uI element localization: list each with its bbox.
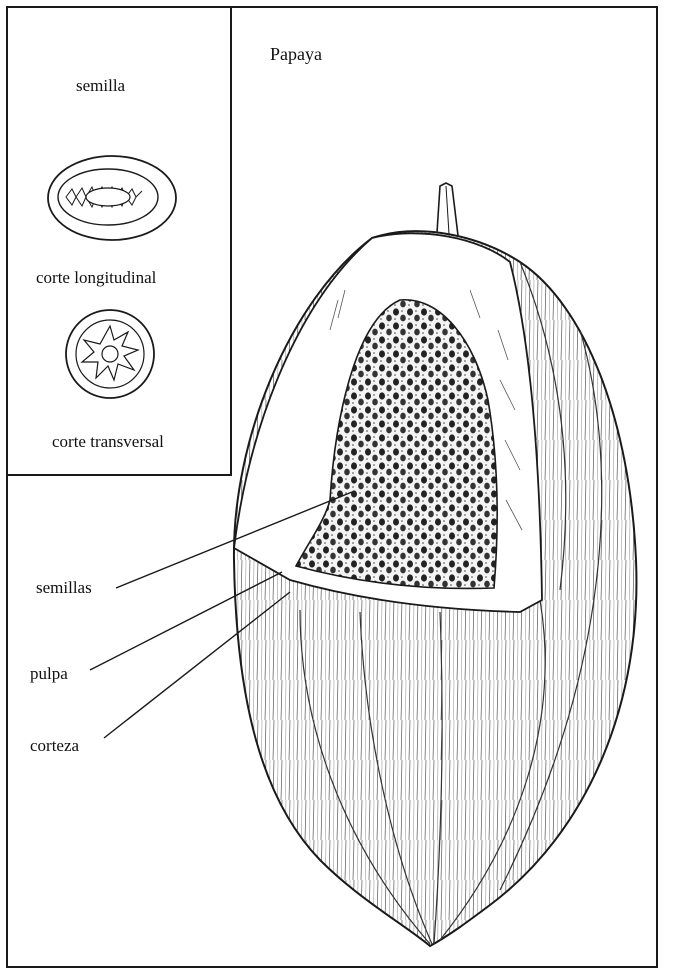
longitudinal-section-label: corte longitudinal — [36, 268, 156, 288]
pulp-callout-label: pulpa — [30, 664, 68, 684]
seed-longitudinal-section — [48, 156, 176, 240]
rind-callout-label: corteza — [30, 736, 79, 756]
seeds-callout-label: semillas — [36, 578, 92, 598]
seed-label: semilla — [76, 76, 125, 96]
page-title: Papaya — [270, 44, 322, 65]
seed-transversal-section — [66, 310, 154, 398]
transversal-section-label: corte transversal — [52, 432, 164, 452]
cut-section — [234, 233, 542, 612]
